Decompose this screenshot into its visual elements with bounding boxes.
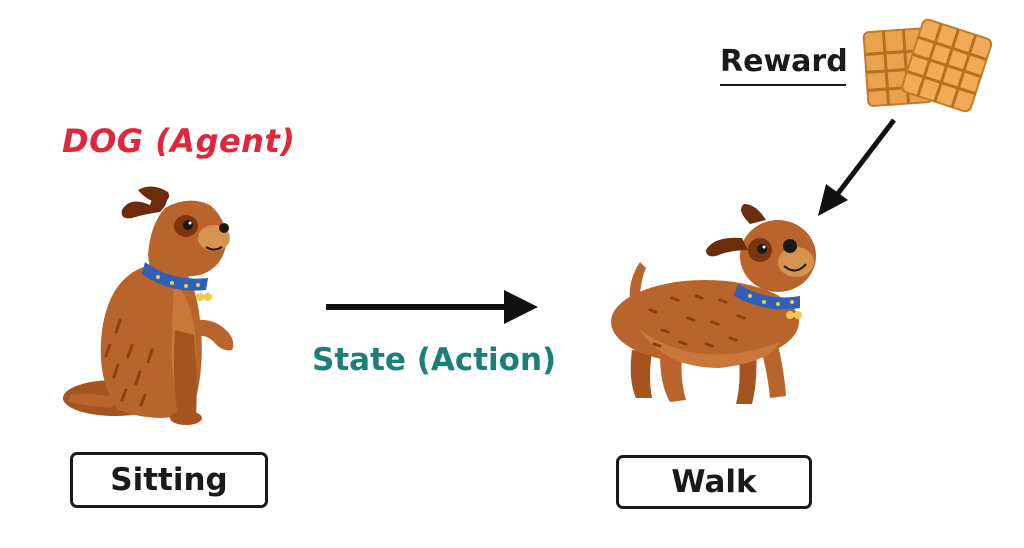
reward-arrow [818, 118, 896, 216]
state-box-sitting: Sitting [70, 452, 268, 508]
action-arrow [326, 290, 538, 324]
state-box-walk: Walk [616, 455, 812, 509]
state-box-sitting-label: Sitting [110, 462, 228, 498]
reward-underline [720, 84, 846, 86]
reward-label: Reward [720, 44, 848, 79]
state-box-walk-label: Walk [671, 464, 757, 500]
sitting-dog-icon [63, 186, 234, 425]
waffle-treat-icon [862, 18, 993, 113]
walking-dog-icon [611, 204, 816, 404]
agent-label: DOG (Agent) [62, 122, 296, 160]
action-label: State (Action) [312, 342, 557, 378]
